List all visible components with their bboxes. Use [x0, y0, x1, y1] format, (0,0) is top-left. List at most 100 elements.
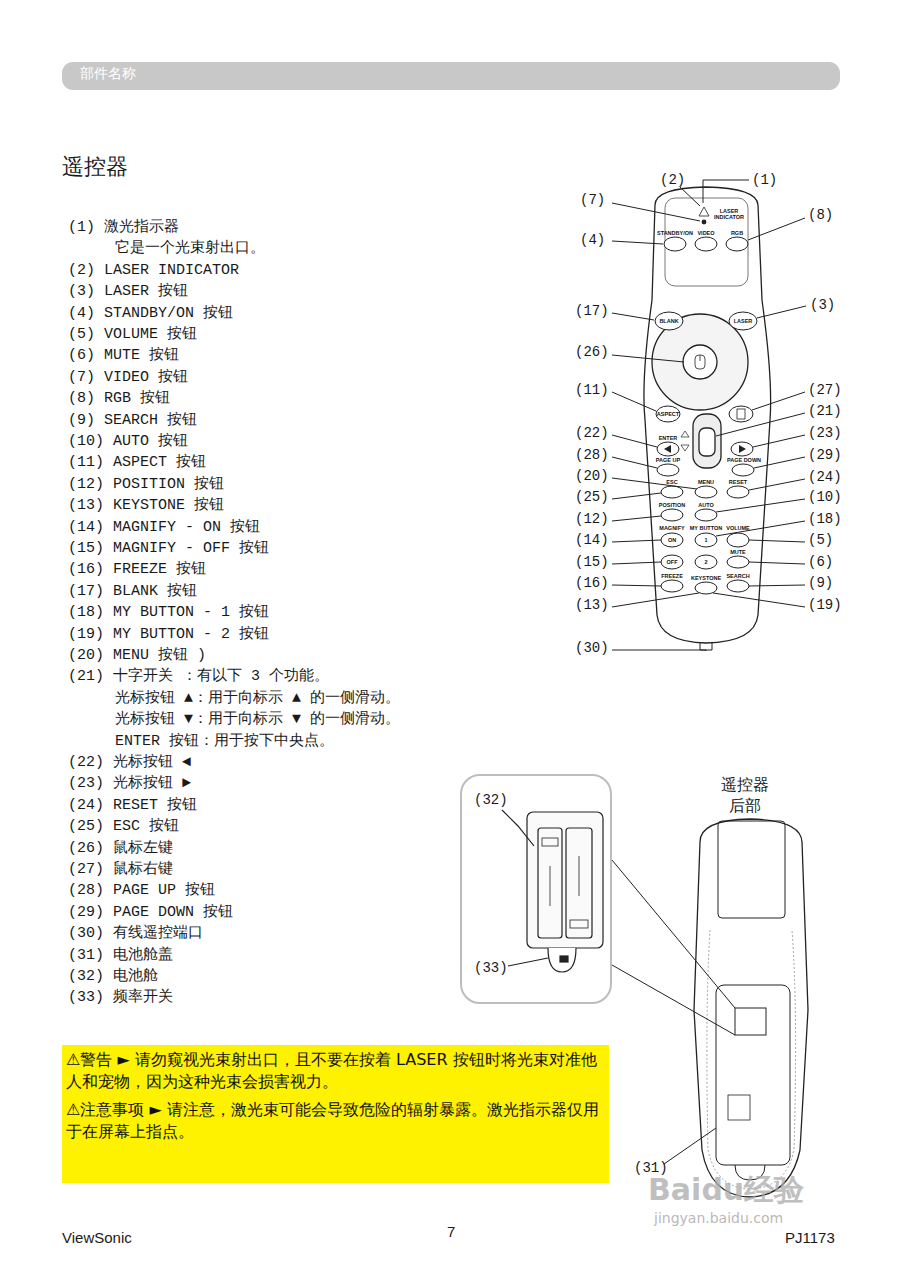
button-label: RGB [731, 230, 743, 236]
button-label: VOLUME [726, 525, 750, 531]
part-list-item: (21) 十字开关 ：有以下 3 个功能。 [68, 668, 329, 686]
button-label: FREEZE [661, 573, 683, 579]
button-label: PAGE UP [656, 457, 680, 463]
part-list-item: (6) MUTE 按钮 [68, 347, 179, 365]
callout-number: (7) [580, 192, 605, 208]
page-number: 7 [447, 1223, 455, 1241]
callout-number: (4) [580, 232, 605, 248]
button-label: ASPECT [657, 411, 679, 417]
button-label: STANDBY/ON [657, 230, 693, 236]
part-list-item: (29) PAGE DOWN 按钮 [68, 904, 233, 922]
button-label: OFF [667, 559, 678, 565]
button-label: LASER INDICATOR [714, 208, 744, 220]
button-label: MUTE [730, 549, 746, 555]
part-list-item: (4) STANDBY/ON 按钮 [68, 305, 233, 323]
callout-number: (20) [575, 468, 609, 484]
callout-number: (19) [808, 597, 842, 613]
watermark: jingyan.baidu.com [654, 1210, 783, 1226]
button-label: ENTER [659, 435, 678, 441]
callout-number: (11) [575, 382, 609, 398]
warning-box-text: ⚠注意事项 ► 请注意，激光束可能会导致危险的辐射暴露。激光指示器仅用于在屏幕上… [66, 1099, 603, 1143]
callout-number: (12) [575, 511, 609, 527]
part-list-item: 光标按钮 ▲：用于向标示 ▲ 的一侧滑动。 [115, 690, 400, 708]
callout-number: (28) [575, 447, 609, 463]
part-list-item: (22) 光标按钮 ◄ [68, 754, 191, 772]
callout-number: (25) [575, 489, 609, 505]
button-label: RESET [729, 479, 747, 485]
part-list-item: (7) VIDEO 按钮 [68, 369, 188, 387]
button-label: 1 [704, 537, 707, 543]
part-list-item: (2) LASER INDICATOR [68, 262, 239, 280]
callout-number: (1) [752, 172, 777, 188]
part-list-item: (9) SEARCH 按钮 [68, 412, 197, 430]
part-list-item: (20) MENU 按钮 ) [68, 647, 206, 665]
callout-number: (26) [575, 344, 609, 360]
footer-model: PJ1173 [785, 1229, 835, 1247]
part-list-item: (19) MY BUTTON - 2 按钮 [68, 626, 269, 644]
part-list-item: (13) KEYSTONE 按钮 [68, 497, 224, 515]
part-list-item: (15) MAGNIFY - OFF 按钮 [68, 540, 269, 558]
part-list-item: (8) RGB 按钮 [68, 390, 170, 408]
part-list-item: (11) ASPECT 按钮 [68, 454, 206, 472]
callout-number: (21) [808, 403, 842, 419]
callout-number: (18) [808, 511, 842, 527]
part-list-item: (32) 电池舱 [68, 968, 158, 986]
button-label: ON [668, 537, 676, 543]
part-list-item: (27) 鼠标右键 [68, 861, 173, 879]
callout-number: (6) [808, 554, 833, 570]
page-title: 遥控器 [62, 153, 128, 181]
button-label: MAGNIFY [659, 525, 684, 531]
callout-number: (24) [808, 469, 842, 485]
footer-brand: ViewSonic [62, 1229, 132, 1247]
part-list-item: (5) VOLUME 按钮 [68, 326, 197, 344]
callout-number: (22) [575, 425, 609, 441]
callout-number: (13) [575, 597, 609, 613]
button-label: PAGE DOWN [727, 457, 761, 463]
callout-number: (9) [808, 575, 833, 591]
watermark: Baidu经验 [648, 1174, 804, 1206]
part-list-item: ENTER 按钮：用于按下中央点。 [115, 733, 334, 751]
view-label: 遥控器 后部 [714, 774, 776, 816]
part-list-item: (14) MAGNIFY - ON 按钮 [68, 519, 260, 537]
part-list-item: (23) 光标按钮 ► [68, 775, 191, 793]
callout-number: (8) [808, 207, 833, 223]
section-header-bar: 部件名称 [62, 62, 840, 90]
part-list-item: (17) BLANK 按钮 [68, 583, 197, 601]
part-list-item: (1) 激光指示器 [68, 219, 179, 237]
button-label: BLANK [659, 318, 678, 324]
callout-number: (5) [808, 532, 833, 548]
callout-number: (29) [808, 447, 842, 463]
button-label: KEYSTONE [691, 575, 721, 581]
part-list-item: (3) LASER 按钮 [68, 283, 188, 301]
part-list-item: (30) 有线遥控端口 [68, 925, 203, 943]
callout-number: (15) [575, 554, 609, 570]
callout-number: (2) [660, 172, 685, 188]
part-list-item: (25) ESC 按钮 [68, 818, 179, 836]
part-list-item: (33) 频率开关 [68, 989, 173, 1007]
button-label: POSITION [659, 502, 685, 508]
button-label: ESC [666, 479, 677, 485]
button-label: SEARCH [726, 573, 749, 579]
button-label: MY BUTTON [690, 525, 723, 531]
warning-box-text: ⚠警告 ► 请勿窥视光束射出口，且不要在按着 LASER 按钮时将光束对准他人和… [66, 1049, 603, 1093]
part-list-item: 它是一个光束射出口。 [115, 240, 265, 258]
button-label: VIDEO [697, 230, 714, 236]
button-label: LASER [734, 318, 753, 324]
part-list-item: (28) PAGE UP 按钮 [68, 882, 215, 900]
part-list-item: (26) 鼠标左键 [68, 840, 173, 858]
part-list-item: (10) AUTO 按钮 [68, 433, 188, 451]
part-list-item: (31) 电池舱盖 [68, 947, 173, 965]
battery-inset-box: (32) (33) [460, 774, 612, 1004]
part-list-item: (16) FREEZE 按钮 [68, 561, 206, 579]
battery-inset-box-text: (32) [474, 792, 508, 808]
battery-inset-box-text: (33) [474, 960, 508, 976]
callout-number: (30) [575, 640, 609, 656]
part-list-item: (24) RESET 按钮 [68, 797, 197, 815]
callout-number: (17) [575, 303, 609, 319]
callout-number: (16) [575, 575, 609, 591]
section-header-bar-text: 部件名称 [80, 62, 840, 84]
part-list-item: (18) MY BUTTON - 1 按钮 [68, 604, 269, 622]
button-label: 2 [704, 559, 707, 565]
callout-number: (14) [575, 532, 609, 548]
